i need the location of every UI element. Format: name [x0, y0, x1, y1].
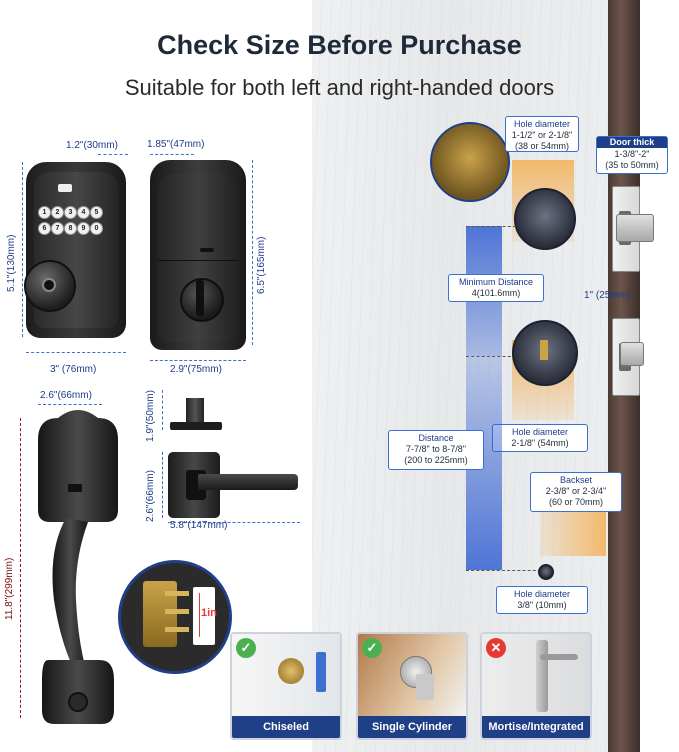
box-line: 2-1/8" (54mm) — [511, 438, 569, 448]
faceplate-dim: 1" (25mm) — [584, 290, 631, 301]
compat-card-label: Mortise/Integrated — [482, 716, 590, 738]
lever-icon — [540, 654, 578, 660]
distance-box: Distance 7-7/8" to 8-7/8" (200 to 225mm) — [388, 430, 484, 470]
lever-handle — [168, 452, 300, 518]
key-5: 5 — [90, 206, 103, 219]
key-6: 6 — [38, 222, 51, 235]
hole-inset-top — [430, 122, 510, 202]
key-icon — [416, 674, 434, 700]
cross-icon: ✕ — [486, 638, 506, 658]
key-8: 8 — [64, 222, 77, 235]
dim-line — [162, 452, 163, 518]
lever-length-dim: 5.8"(147mm) — [170, 520, 228, 531]
box-line: 1-3/8"-2" — [614, 149, 650, 159]
dim-line — [26, 352, 126, 353]
compat-card-label: Single Cylinder — [358, 716, 466, 738]
compat-card-single-cylinder: ✓ Single Cylinder — [356, 632, 468, 740]
box-line: (38 or 54mm) — [514, 141, 569, 151]
handleset-width-dim: 2.6"(66mm) — [40, 390, 92, 401]
backset-box: Backset 2-3/8" or 2-3/4" (60 or 70mm) — [530, 472, 622, 512]
box-heading: Distance — [418, 433, 454, 443]
compat-card-mortise: ✕ Mortise/Integrated — [480, 632, 592, 740]
compat-card-label: Chiseled — [232, 716, 340, 738]
latch-bolt — [616, 214, 654, 242]
deadbolt-back-depth-dim: 1.85"(47mm) — [147, 139, 205, 150]
lever-shaft — [170, 398, 222, 432]
battery-slot — [200, 248, 214, 252]
box-heading: Door thick — [597, 137, 667, 148]
dim-line — [162, 390, 163, 430]
door-hole-icon — [278, 658, 304, 684]
box-line: 4(101.6mm) — [471, 288, 521, 298]
dim-line — [150, 360, 246, 361]
dim-line — [20, 418, 21, 718]
min-distance-box: Minimum Distance 4(101.6mm) — [448, 274, 544, 302]
box-line: 3/8" (10mm) — [517, 600, 567, 610]
latch-inset-label: 1in — [201, 607, 217, 619]
deadbolt-back-width-dim: 2.9"(75mm) — [170, 364, 222, 375]
deadbolt-front-width-dim: 3" (76mm) — [50, 364, 97, 375]
box-line: 1-1/2" or 2-1/8" — [511, 130, 573, 140]
check-icon: ✓ — [362, 638, 382, 658]
deadbolt-front-top-dim: 1.2"(30mm) — [66, 140, 118, 151]
box-heading: Hole diameter — [511, 427, 569, 437]
door-thick-box: Door thick 1-3/8"-2" (35 to 50mm) — [596, 136, 668, 174]
key-2: 2 — [51, 206, 64, 219]
check-icon: ✓ — [236, 638, 256, 658]
key-1: 1 — [38, 206, 51, 219]
page-subtitle: Suitable for both left and right-handed … — [124, 75, 555, 100]
hole-diameter-top-box: Hole diameter 1-1/2" or 2-1/8" (38 or 54… — [505, 116, 579, 152]
key-9: 9 — [77, 222, 90, 235]
dim-line — [466, 226, 516, 227]
deadbolt-back — [150, 160, 246, 350]
dim-line — [38, 404, 102, 405]
box-heading: Hole diameter — [513, 589, 571, 599]
key-3: 3 — [64, 206, 77, 219]
dim-line — [466, 570, 546, 571]
compat-card-chiseled: ✓ Chiseled — [230, 632, 342, 740]
bore-hole-mid — [512, 320, 578, 386]
box-heading: Minimum Distance — [458, 277, 534, 287]
lock-button-icon — [58, 184, 72, 192]
dim-line — [98, 154, 128, 155]
keyhole-icon — [42, 278, 56, 292]
latch-inset: 1in — [118, 560, 232, 674]
box-line: (35 to 50mm) — [605, 160, 659, 170]
deadbolt-front-height-dim: 5.1"(130mm) — [6, 234, 17, 292]
frame-edge — [640, 0, 679, 752]
lever-rose-dim: 2.6"(66mm) — [145, 470, 156, 522]
arrow-icon — [199, 593, 200, 637]
dim-line — [22, 162, 23, 337]
dim-line — [150, 154, 194, 155]
handleset — [38, 410, 118, 724]
hole-diameter-mid-box: Hole diameter 2-1/8" (54mm) — [492, 424, 588, 452]
page-title: Check Size Before Purchase — [157, 30, 522, 60]
dim-line — [252, 160, 253, 345]
key-0: 0 — [90, 222, 103, 235]
box-heading: Hole diameter — [513, 119, 571, 129]
box-line: (200 to 225mm) — [404, 455, 468, 465]
hole-diameter-small-box: Hole diameter 3/8" (10mm) — [496, 586, 588, 614]
key-7: 7 — [51, 222, 64, 235]
handleset-height-dim: 11.8"(299mm) — [4, 557, 15, 620]
key-4: 4 — [77, 206, 90, 219]
faceplate-icon — [316, 652, 326, 692]
box-line: 7-7/8" to 8-7/8" — [406, 444, 466, 454]
lever-shaft-dim: 1.9"(50mm) — [145, 390, 156, 442]
box-heading: Backset — [559, 475, 592, 485]
deadbolt-front: 1 2 3 4 5 6 7 8 9 0 — [24, 162, 126, 338]
mortise-plate-icon — [536, 640, 548, 712]
deadbolt-back-height-dim: 6.5"(165mm) — [256, 236, 267, 294]
dim-line — [168, 522, 300, 523]
bore-hole-top — [514, 188, 576, 250]
deadbolt-bolt — [620, 342, 644, 366]
box-line: 2-3/8" or 2-3/4" — [545, 486, 607, 496]
bore-hole-small — [538, 564, 554, 580]
box-line: (60 or 70mm) — [548, 497, 603, 507]
